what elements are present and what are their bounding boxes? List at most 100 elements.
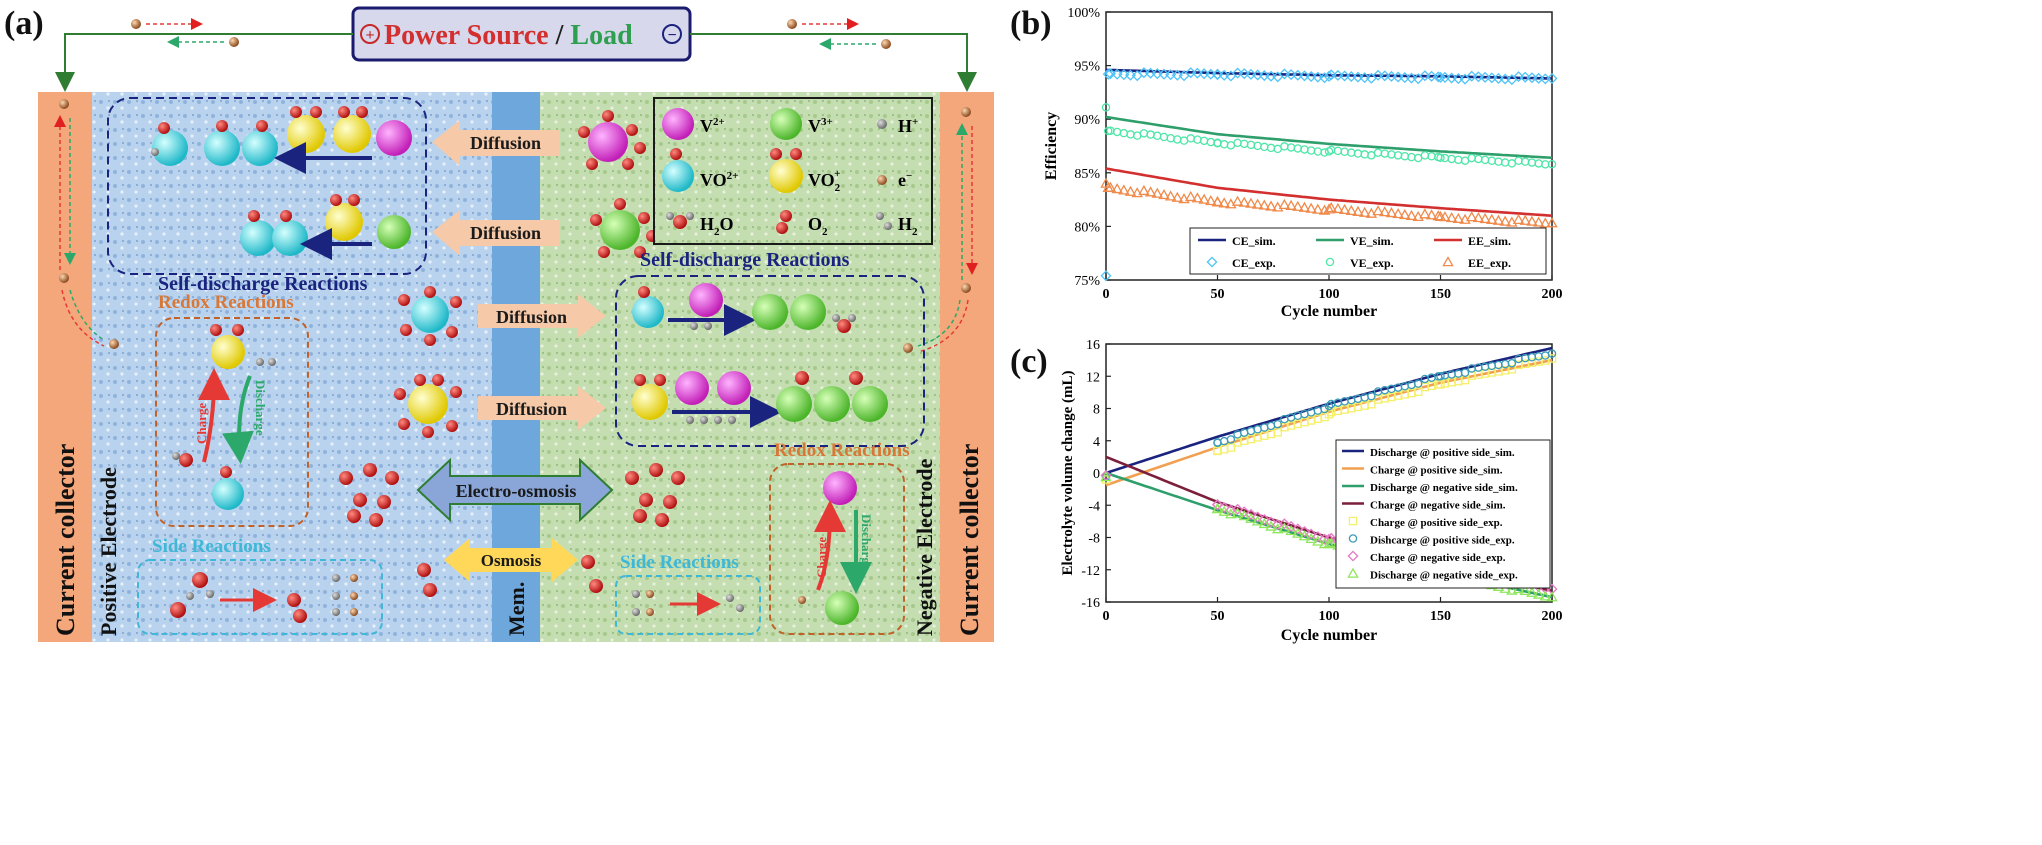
redox-molecules-left: Charge Discharge: [172, 324, 276, 510]
svg-text:V2+: V2+: [700, 116, 725, 136]
diffusion-arrow-4: Diffusion: [478, 386, 606, 430]
series-3-point: [1305, 70, 1317, 82]
diffusion-arrow-2: Diffusion: [432, 210, 560, 256]
series-3-point: [1434, 71, 1447, 83]
x-tick-label: 100: [1319, 609, 1340, 624]
x-tick-label: 200: [1542, 287, 1563, 302]
series-5-point: [1452, 212, 1465, 224]
self-discharge-molecules-left: [151, 106, 412, 260]
series-7-point: [1519, 584, 1531, 596]
power-source-label: Power Source / Load: [384, 20, 633, 51]
series-5-point: [1486, 213, 1498, 224]
series-5-point: [1492, 214, 1505, 225]
legend-label: Discharge @ positive side_sim.: [1370, 447, 1515, 459]
series-3-point: [1298, 70, 1310, 82]
series-5-point: [1185, 190, 1197, 202]
series-6-point: [1285, 520, 1297, 532]
series-7-point: [1245, 512, 1257, 523]
series-6-point: [1292, 523, 1304, 535]
series-3-point: [1352, 71, 1364, 83]
h2o-icon: [673, 215, 687, 229]
svg-text:e−: e−: [898, 170, 912, 190]
series-5-point: [1392, 207, 1404, 219]
negative-electrode-label: Negative Electrode: [912, 458, 937, 636]
plus-terminal-glyph: +: [365, 27, 374, 44]
series-5-point: [1226, 435, 1236, 444]
svg-text:V3+: V3+: [808, 116, 833, 136]
series-5-point: [1439, 211, 1451, 222]
series-6-point: [1312, 531, 1324, 543]
series-7-point: [1211, 503, 1224, 514]
chart-c-ylabel: Electrolyte volume change (mL): [1060, 370, 1076, 575]
series-5-point: [1432, 210, 1444, 221]
series-6-point: [1265, 516, 1277, 528]
wire-right: [690, 33, 977, 92]
series-5-point: [1285, 199, 1297, 210]
series-5-point: [1198, 193, 1210, 204]
series-3-point: [1486, 72, 1498, 84]
series-5-point: [1419, 208, 1431, 219]
svg-text:H+: H+: [898, 116, 918, 136]
series-6-point: [1232, 503, 1244, 515]
x-tick-label: 0: [1103, 287, 1110, 302]
series-3-point: [1258, 70, 1270, 82]
series-3-point: [1452, 73, 1464, 85]
svg-text:VO2+: VO2+: [808, 168, 841, 194]
series-7-point: [1100, 471, 1112, 482]
series-7-point: [1258, 517, 1271, 529]
series-4-point: [1320, 412, 1329, 422]
series-3-point: [1472, 71, 1484, 83]
series-5-point: [1507, 359, 1517, 368]
series-3-point: [1513, 71, 1525, 83]
series-4-markers: [1101, 103, 1557, 169]
chart-b-xlabel: Cycle number: [1281, 303, 1377, 320]
series-7-point: [1298, 530, 1311, 541]
series-3-point: [1533, 72, 1545, 84]
series-7-point: [1225, 508, 1237, 519]
electro-osmosis-arrow: Electro-osmosis: [416, 457, 614, 523]
y-tick-label: 75%: [1074, 274, 1100, 289]
series-3-point: [1278, 68, 1290, 80]
membrane-label: Mem.: [504, 582, 529, 636]
self-discharge-label-right: Self-discharge Reactions: [640, 249, 850, 271]
electron-flow-collectors: [54, 99, 978, 353]
series-7-point: [1312, 535, 1324, 546]
series-5-point: [1111, 183, 1123, 194]
series-5-point: [1298, 201, 1311, 212]
panel-a: (a) Current collector Positive Electrode…: [4, 5, 994, 642]
series-3-point: [1252, 69, 1264, 81]
series-7-point: [1278, 522, 1291, 533]
series-3-point: [1405, 72, 1418, 84]
series-5-point: [1352, 205, 1364, 216]
series-5-point: [1292, 200, 1304, 211]
series-5-point: [1372, 205, 1384, 216]
chart-c-legend: [1335, 439, 1551, 589]
redox-box-right: [769, 463, 905, 635]
series-3-point: [1118, 69, 1130, 81]
legend-label: Charge @ negative side_sim.: [1370, 500, 1506, 512]
x-tick-label: 50: [1211, 287, 1225, 302]
series-5-point: [1358, 206, 1371, 217]
series-7-point: [1238, 510, 1250, 521]
positive-electrode-region: [92, 92, 492, 642]
series-0-line: [1105, 68, 1553, 80]
series-3-point: [1245, 68, 1257, 80]
series-5-point: [1245, 197, 1257, 208]
self-discharge-box-left: [107, 97, 427, 275]
series-3-point: [1111, 68, 1123, 80]
series-5-point: [1118, 184, 1130, 195]
chart-b-legend: [1189, 227, 1547, 275]
legend-label: Discharge @ negative side_exp.: [1370, 570, 1518, 582]
series-5-point: [1171, 191, 1184, 202]
svg-text:H2O: H2O: [700, 214, 734, 238]
series-5-point: [1466, 211, 1478, 222]
series-5-point: [1124, 185, 1137, 196]
hydrated-ions: [394, 110, 658, 438]
series-3-point: [1519, 71, 1531, 83]
legend-label: Charge @ positive side_sim.: [1370, 465, 1503, 477]
legend-label: Dishcarge @ positive side_exp.: [1370, 535, 1515, 547]
series-5-point: [1367, 391, 1376, 401]
diffusion-arrow-1: Diffusion: [432, 120, 560, 166]
series-1-line: [1105, 115, 1553, 160]
